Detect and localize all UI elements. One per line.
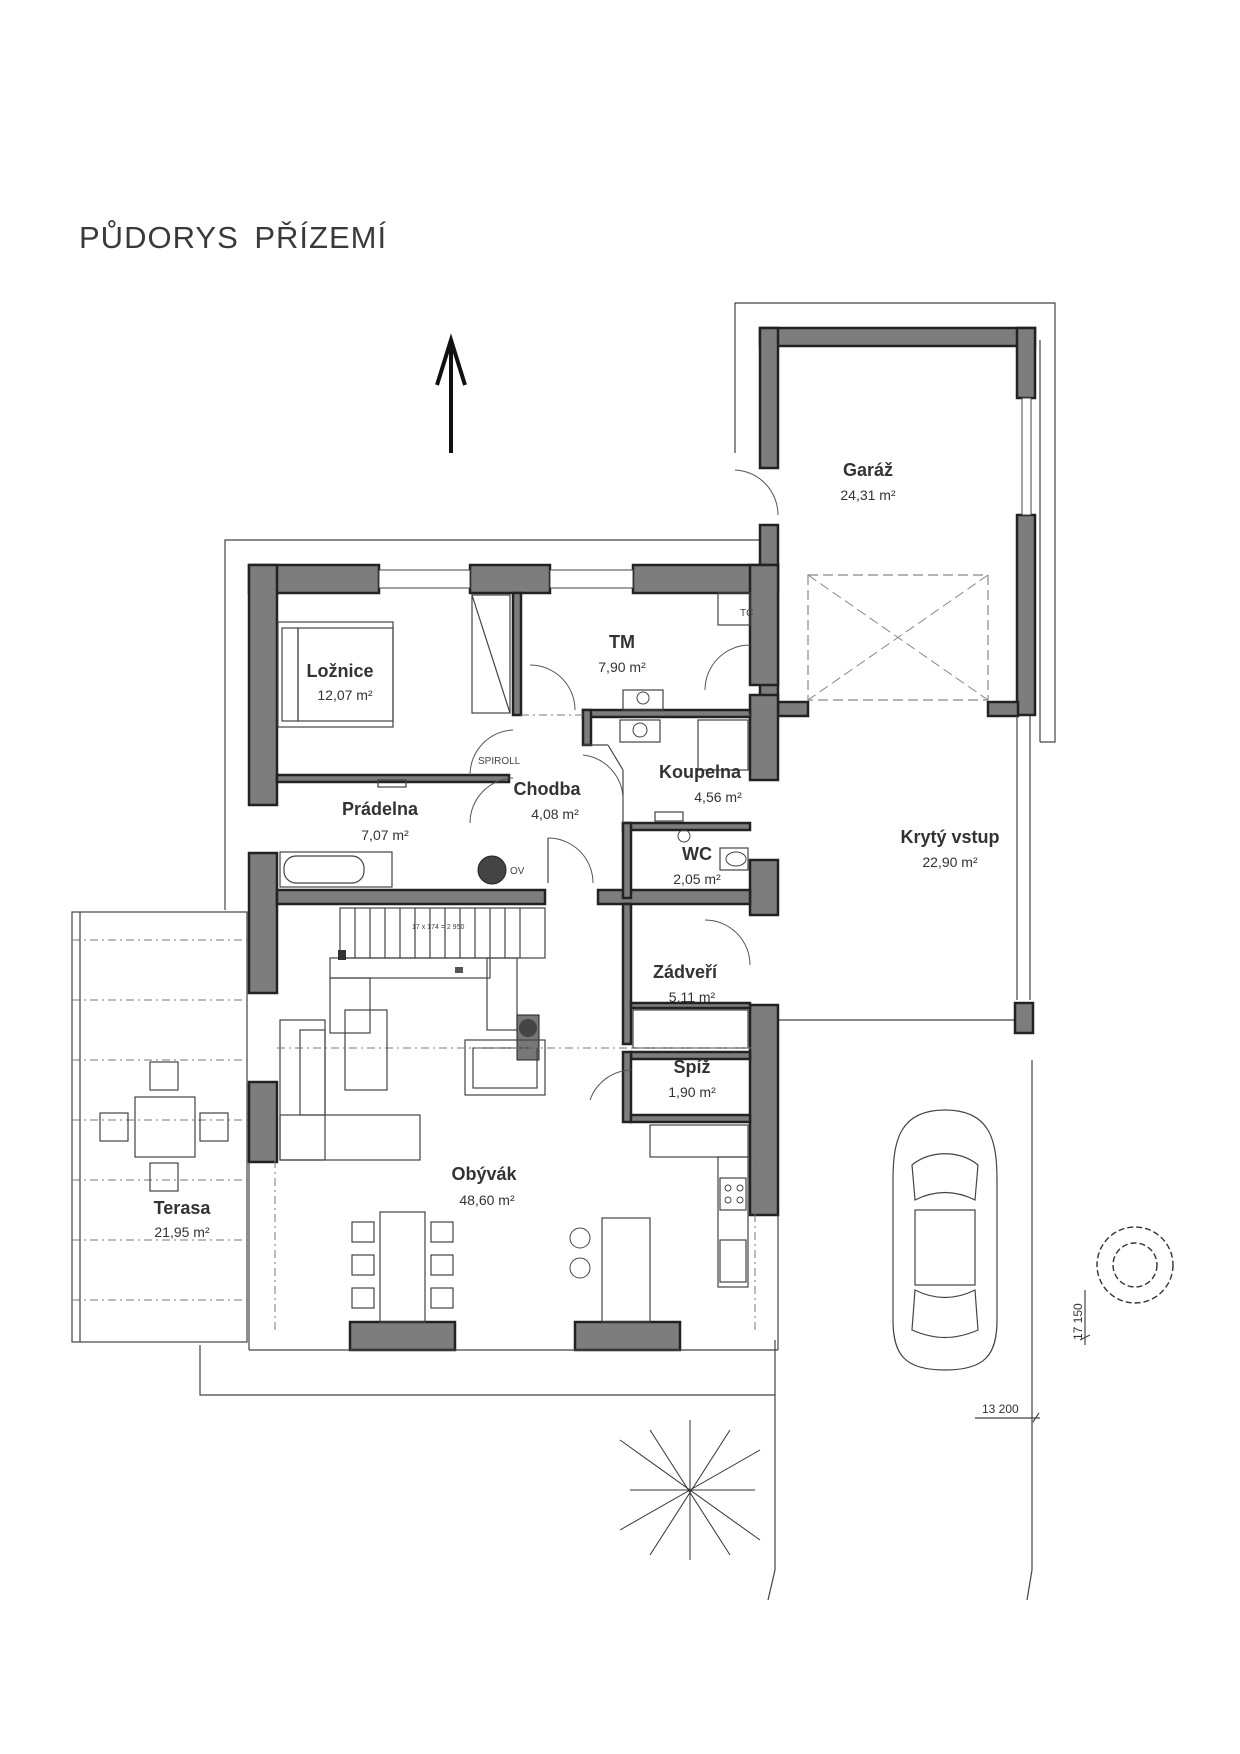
north-arrow-icon: [435, 333, 467, 453]
room-name-tm: TM: [609, 632, 635, 652]
room-area-wc: 2,05 m²: [673, 871, 721, 887]
room-area-tm: 7,90 m²: [598, 659, 646, 675]
room-name-loznice: Ložnice: [306, 661, 373, 681]
site-outline: [199, 302, 1056, 1601]
room-area-chodba: 4,08 m²: [531, 806, 579, 822]
room-name-zadveri: Zádveří: [653, 962, 718, 982]
tree-icon: [1096, 1226, 1174, 1304]
room-area-spiz: 1,90 m²: [668, 1084, 716, 1100]
room-name-spiz: Spíž: [673, 1057, 710, 1077]
room-area-obyvak: 48,60 m²: [459, 1192, 515, 1208]
kitchen-counter: [649, 1124, 749, 1288]
stair-label: 17 x 174 = 2 950: [412, 924, 464, 931]
room-area-zadveri: 5,11 m²: [669, 989, 716, 1005]
room-name-garaz: Garáž: [843, 460, 893, 480]
door: [469, 729, 514, 776]
room-name-terasa: Terasa: [154, 1198, 212, 1218]
garden-table: [99, 1061, 229, 1192]
ov-label: OV: [510, 866, 525, 877]
room-area-kryty-vstup: 22,90 m²: [922, 854, 978, 870]
dimension-lines: [975, 1290, 1091, 1423]
door: [582, 754, 624, 801]
tree-icon: [619, 1420, 761, 1560]
bed: [277, 621, 394, 728]
covered-entry: [778, 716, 1035, 1035]
bathroom-fixtures: [583, 719, 749, 823]
laundry-fixtures: [279, 777, 594, 888]
door: [589, 1069, 632, 1101]
room-name-obyvak: Obývák: [451, 1164, 517, 1184]
page-title: PŮDORYS PŘÍZEMÍ: [79, 220, 388, 255]
room-name-chodba: Chodba: [514, 779, 582, 799]
wardrobe: [471, 594, 511, 714]
room-area-garaz: 24,31 m²: [840, 487, 896, 503]
room-area-koupelna: 4,56 m²: [694, 789, 742, 805]
stove: [516, 1014, 540, 1061]
room-name-kryty-vstup: Krytý vstup: [900, 827, 999, 847]
sofa: [279, 1019, 421, 1161]
dimension-width: 13 200: [982, 1402, 1019, 1416]
room-area-pradelna: 7,07 m²: [361, 827, 409, 843]
terrace: [71, 911, 248, 1343]
heat-pump-label: TČ: [740, 606, 753, 619]
room-area-terasa: 21,95 m²: [154, 1224, 210, 1240]
room-name-wc: WC: [682, 844, 712, 864]
room-area-loznice: 12,07 m²: [317, 687, 373, 703]
coffee-table: [344, 1009, 388, 1091]
spiroll-label: SPIROLL: [478, 756, 521, 767]
kitchen-island: [569, 1217, 651, 1323]
wc-fixtures: [677, 829, 749, 871]
tm-fixtures: [521, 592, 751, 716]
staircase: [329, 907, 546, 1034]
garage: [734, 326, 1041, 742]
room-name-koupelna: Koupelna: [659, 762, 742, 782]
room-name-pradelna: Prádelna: [342, 799, 419, 819]
dining-table: [351, 1211, 454, 1323]
door: [704, 919, 751, 966]
wardrobe: [632, 1009, 749, 1049]
dimension-height: 17 150: [1071, 1303, 1085, 1340]
car-icon: [892, 1109, 998, 1371]
